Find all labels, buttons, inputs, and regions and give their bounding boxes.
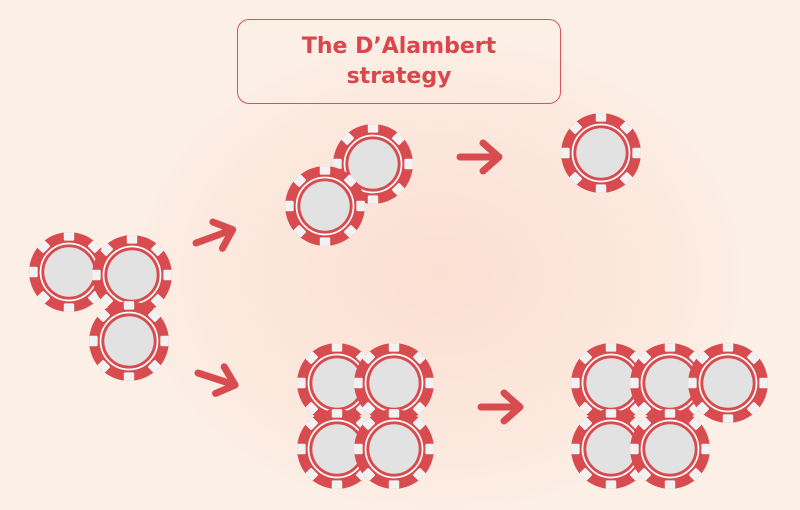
win-step2-chip-stack	[570, 342, 769, 490]
arrow-down-right-icon	[194, 360, 240, 399]
loss-step1-chip-stack	[284, 123, 414, 247]
chip-icon	[629, 408, 711, 490]
chip-icon	[687, 342, 769, 424]
win-step1-chip-stack	[296, 342, 435, 490]
start-chip-stack	[28, 231, 173, 382]
loss-step2-chip-stack	[560, 112, 642, 194]
title-box: The D’Alambert strategy	[237, 19, 561, 104]
chip-icon	[284, 165, 366, 247]
chip-icon	[560, 112, 642, 194]
chip-icon	[353, 408, 435, 490]
chip-icon	[88, 300, 170, 382]
diagram-title: The D’Alambert strategy	[301, 33, 497, 89]
arrow-up-right-icon	[191, 217, 237, 257]
arrow-right-icon	[481, 393, 520, 421]
arrow-right-icon	[460, 143, 499, 171]
